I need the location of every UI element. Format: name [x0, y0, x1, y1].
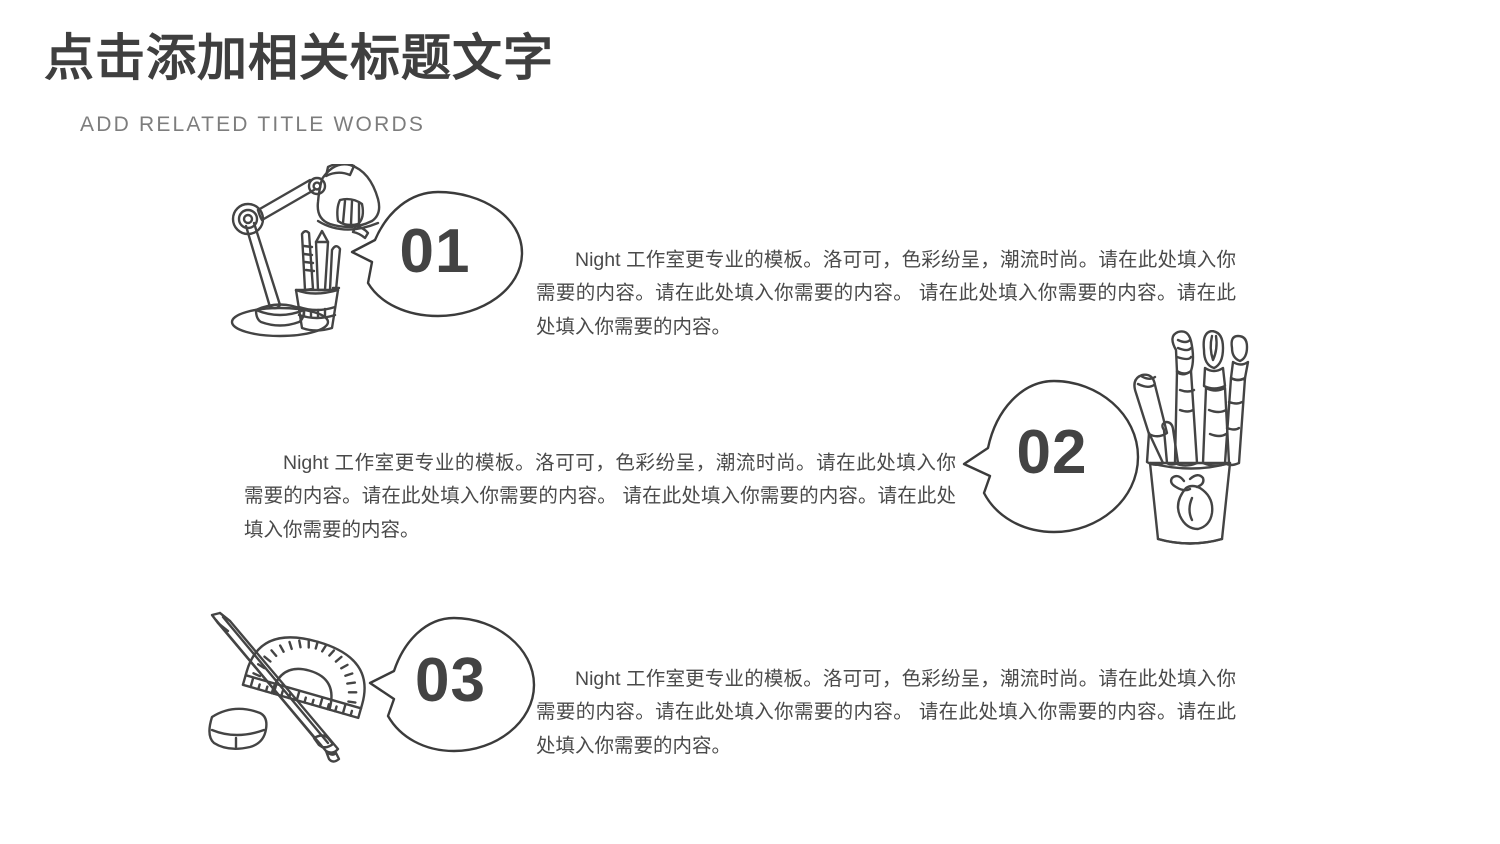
step-description-2: Night 工作室更专业的模板。洛可可，色彩纷呈，潮流时尚。请在此处填入你需要的… [244, 451, 956, 541]
step-description-3: Night 工作室更专业的模板。洛可可，色彩纷呈，潮流时尚。请在此处填入你需要的… [536, 667, 1236, 757]
page-title: 点击添加相关标题文字 [44, 30, 554, 86]
step-bubble-2[interactable]: 02 [962, 378, 1142, 534]
step-bubble-1[interactable]: 01 [350, 190, 524, 318]
paintbrush-cup-icon [1128, 330, 1258, 548]
protractor-pen-eraser-icon [196, 609, 391, 764]
page-subtitle: ADD RELATED TITLE WORDS [80, 113, 426, 136]
step-description-1: Night 工作室更专业的模板。洛可可，色彩纷呈，潮流时尚。请在此处填入你需要的… [536, 248, 1236, 338]
step-bubble-3[interactable]: 03 [368, 615, 536, 753]
desk-lamp-and-pencil-cup-icon [218, 164, 393, 339]
